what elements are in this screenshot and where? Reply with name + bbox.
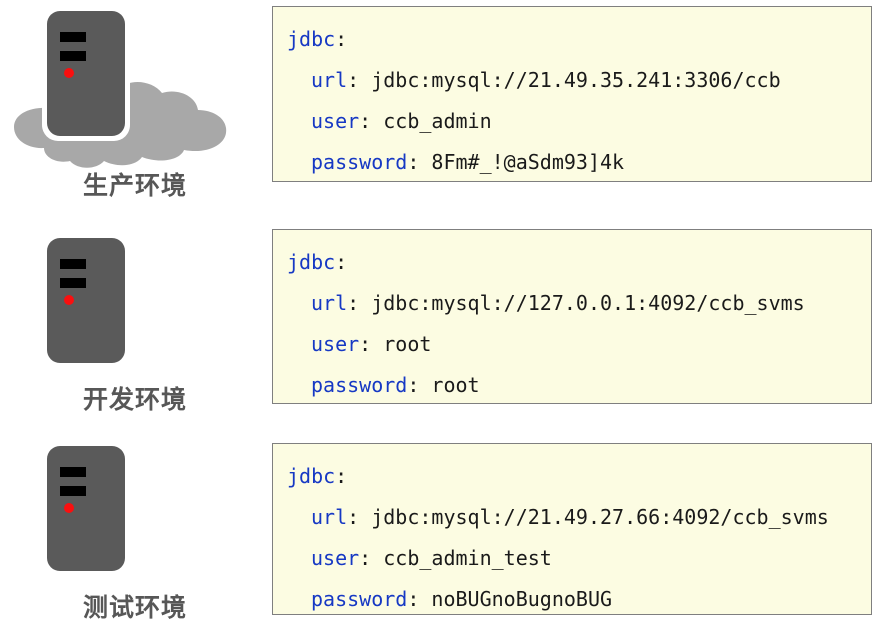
yaml-entry-value: ccb_admin_test	[383, 546, 552, 570]
yaml-entry-key: url	[311, 505, 348, 529]
config-panel-production: jdbc: url: jdbc:mysql://21.49.35.241:330…	[272, 6, 872, 182]
yaml-entry-value: noBUGnoBugnoBUG	[431, 587, 613, 611]
yaml-colon: :	[359, 332, 384, 356]
yaml-colon: :	[407, 150, 432, 174]
yaml-entry-key: user	[311, 546, 360, 570]
server-icon	[0, 230, 270, 382]
config-panel-test: jdbc: url: jdbc:mysql://21.49.27.66:4092…	[272, 443, 872, 615]
yaml-colon: :	[359, 546, 384, 570]
server-led	[64, 503, 74, 513]
yaml-entry-key: url	[311, 291, 348, 315]
env-label-development: 开发环境	[82, 385, 187, 414]
yaml-entry-value: root	[431, 373, 480, 397]
yaml-entry-value: jdbc:mysql://21.49.27.66:4092/ccb_svms	[371, 505, 829, 529]
yaml-colon: :	[335, 250, 348, 274]
yaml-colon: :	[347, 291, 372, 315]
env-label-test: 测试环境	[82, 593, 187, 622]
yaml-root-line: jdbc:	[273, 19, 871, 60]
yaml-entry-key: user	[311, 332, 360, 356]
server-illustration	[47, 238, 125, 363]
server-slot-bottom	[60, 51, 86, 61]
yaml-entry-password: password: 8Fm#_!@aSdm93]4k	[273, 142, 871, 183]
server-led	[64, 295, 74, 305]
server-slot-top	[60, 259, 86, 269]
server-illustration	[47, 446, 125, 571]
yaml-entry-value: jdbc:mysql://21.49.35.241:3306/ccb	[371, 68, 781, 92]
yaml-colon: :	[359, 109, 384, 133]
yaml-colon: :	[407, 587, 432, 611]
yaml-entry-key: password	[311, 587, 408, 611]
yaml-entry-key: password	[311, 373, 408, 397]
yaml-root-key: jdbc	[287, 27, 336, 51]
yaml-entry-password: password: root	[273, 365, 871, 406]
yaml-entry-user: user: ccb_admin_test	[273, 538, 871, 579]
env-icon-block-test: 测试环境	[0, 438, 270, 633]
yaml-colon: :	[347, 68, 372, 92]
server-slot-bottom	[60, 486, 86, 496]
server-with-cloud-icon	[0, 0, 270, 168]
server-slot-bottom	[60, 278, 86, 288]
yaml-entry-key: password	[311, 150, 408, 174]
yaml-entry-url: url: jdbc:mysql://127.0.0.1:4092/ccb_svm…	[273, 283, 871, 324]
yaml-entry-key: user	[311, 109, 360, 133]
yaml-entry-password: password: noBUGnoBugnoBUG	[273, 579, 871, 620]
yaml-entry-value: jdbc:mysql://127.0.0.1:4092/ccb_svms	[371, 291, 805, 315]
yaml-root-key: jdbc	[287, 464, 336, 488]
server-body	[47, 238, 125, 363]
config-panel-development: jdbc: url: jdbc:mysql://127.0.0.1:4092/c…	[272, 229, 872, 404]
yaml-entry-value: ccb_admin	[383, 109, 492, 133]
yaml-colon: :	[335, 27, 348, 51]
server-led	[64, 68, 74, 78]
yaml-root-line: jdbc:	[273, 242, 871, 283]
server-tower-icon	[47, 238, 125, 363]
server-tower-icon	[47, 11, 125, 136]
yaml-colon: :	[347, 505, 372, 529]
env-label-production: 生产环境	[82, 171, 187, 200]
env-icon-block-development: 开发环境	[0, 230, 270, 425]
yaml-entry-user: user: ccb_admin	[273, 101, 871, 142]
yaml-colon: :	[407, 373, 432, 397]
server-body	[47, 11, 125, 136]
yaml-root-key: jdbc	[287, 250, 336, 274]
yaml-entry-url: url: jdbc:mysql://21.49.27.66:4092/ccb_s…	[273, 497, 871, 538]
server-icon	[0, 438, 270, 590]
yaml-entry-user: user: root	[273, 324, 871, 365]
yaml-root-line: jdbc:	[273, 456, 871, 497]
yaml-entry-url: url: jdbc:mysql://21.49.35.241:3306/ccb	[273, 60, 871, 101]
env-icon-block-production: 生产环境	[0, 0, 270, 215]
yaml-entry-value: 8Fm#_!@aSdm93]4k	[431, 150, 625, 174]
server-tower-icon	[47, 446, 125, 571]
server-cloud-illustration	[14, 6, 227, 168]
server-slot-top	[60, 32, 86, 42]
server-slot-top	[60, 467, 86, 477]
yaml-entry-key: url	[311, 68, 348, 92]
server-body	[47, 446, 125, 571]
yaml-entry-value: root	[383, 332, 432, 356]
yaml-colon: :	[335, 464, 348, 488]
